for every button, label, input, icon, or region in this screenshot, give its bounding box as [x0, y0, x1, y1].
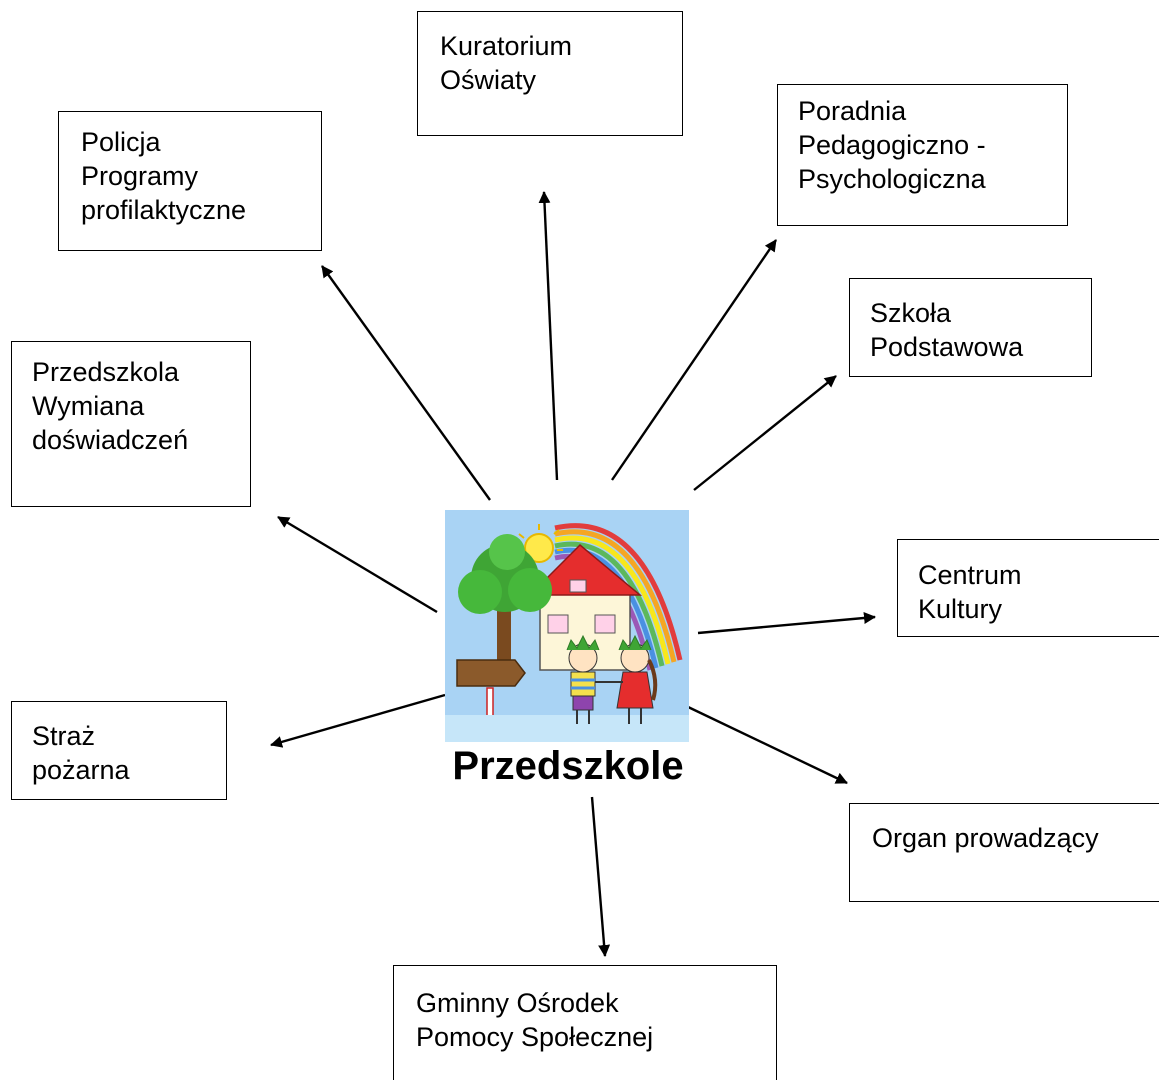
signpost-icon	[456, 659, 526, 721]
node-policja: Policja Programy profilaktyczne	[58, 111, 322, 251]
node-kuratorium: Kuratorium Oświaty	[417, 11, 683, 136]
arrow-to-organ	[685, 704, 848, 785]
arrow-to-policja	[321, 265, 491, 501]
arrow-to-przedszkola	[277, 515, 438, 614]
boy-icon	[566, 634, 600, 724]
node-gops: Gminny Ośrodek Pomocy Społecznej	[393, 965, 777, 1080]
tree-icon	[458, 534, 552, 675]
arrow-to-kuratorium	[538, 191, 559, 481]
center-label: Przedszkole	[452, 744, 684, 788]
kindergarten-illustration	[445, 510, 689, 742]
node-straz: Straż pożarna	[11, 701, 227, 800]
arrow-to-szkola	[693, 375, 837, 491]
node-przedszkola: Przedszkola Wymiana doświadczeń	[11, 341, 251, 507]
node-szkola: Szkoła Podstawowa	[849, 278, 1092, 377]
node-poradnia: Poradnia Pedagogiczno - Psychologiczna	[777, 84, 1068, 226]
node-centrum: Centrum Kultury	[897, 539, 1159, 637]
arrow-to-poradnia	[611, 239, 777, 481]
arrow-to-centrum	[697, 612, 876, 635]
node-organ: Organ prowadzący	[849, 803, 1159, 902]
girl-icon	[616, 634, 658, 724]
arrow-to-gops	[590, 796, 611, 957]
arrow-to-straz	[270, 693, 446, 748]
